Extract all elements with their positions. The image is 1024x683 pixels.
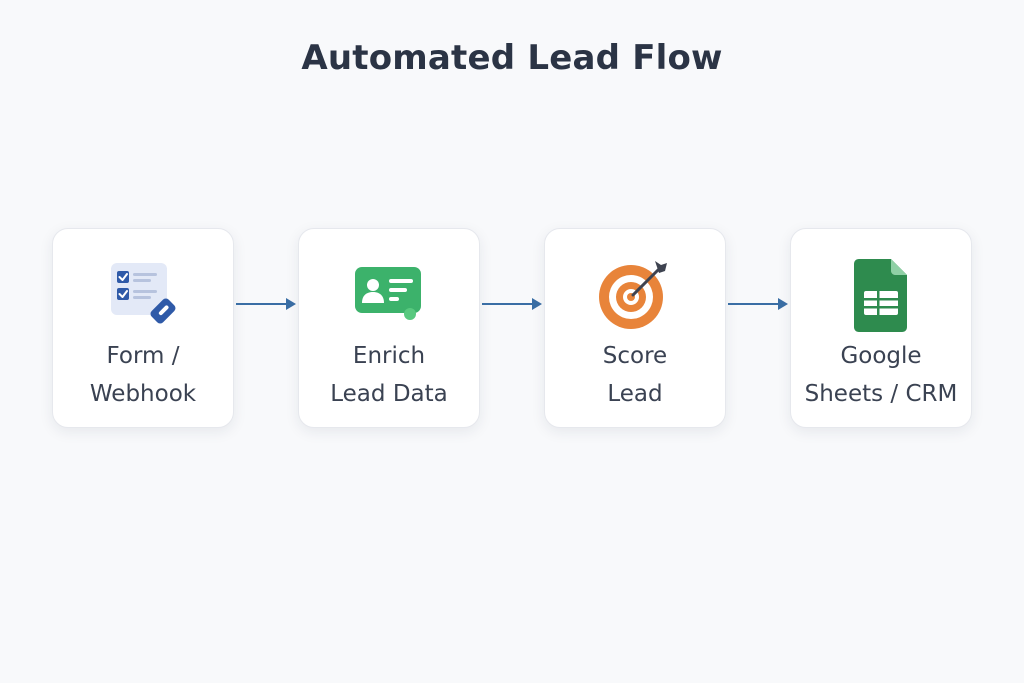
- arrow-right-icon: [728, 298, 788, 310]
- step-label-line1: Score: [602, 343, 668, 369]
- google-sheets-icon: [854, 259, 907, 332]
- step-label: Form / Webhook: [53, 337, 233, 413]
- step-label-line2: Lead: [607, 381, 663, 407]
- step-card-form-webhook: Form / Webhook: [52, 228, 234, 428]
- step-card-score-lead: Score Lead: [544, 228, 726, 428]
- step-label-line1: Google: [840, 343, 922, 369]
- id-card-icon: [355, 267, 421, 320]
- form-checklist-icon: [111, 263, 176, 324]
- step-label-line2: Webhook: [89, 381, 197, 407]
- step-label-line1: Form /: [106, 343, 180, 369]
- step-label-line1: Enrich: [352, 343, 426, 369]
- step-card-enrich-lead-data: Enrich Lead Data: [298, 228, 480, 428]
- diagram-title: Automated Lead Flow: [301, 38, 723, 78]
- arrow-right-icon: [236, 298, 296, 310]
- step-label: Google Sheets / CRM: [791, 337, 971, 413]
- target-icon: [599, 261, 667, 329]
- step-label: Enrich Lead Data: [299, 337, 479, 413]
- step-card-google-sheets-crm: Google Sheets / CRM: [790, 228, 972, 428]
- arrow-right-icon: [482, 298, 542, 310]
- step-label-line2: Lead Data: [330, 381, 448, 407]
- step-label-line2: Sheets / CRM: [804, 381, 958, 407]
- step-label: Score Lead: [545, 337, 725, 413]
